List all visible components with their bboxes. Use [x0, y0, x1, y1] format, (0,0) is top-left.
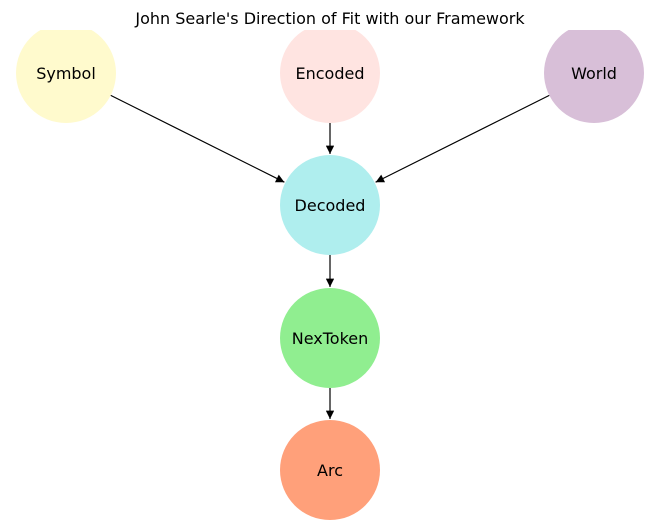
node-nextoken: NexToken: [280, 288, 380, 388]
node-encoded-label: Encoded: [296, 64, 365, 83]
node-nextoken-label: NexToken: [292, 329, 369, 348]
edges-layer: [110, 94, 550, 419]
node-world: World: [544, 30, 644, 123]
node-arc-label: Arc: [317, 461, 343, 480]
node-decoded-label: Decoded: [295, 196, 366, 215]
node-symbol-circle: [16, 30, 116, 123]
node-arc: Arc: [280, 420, 380, 520]
node-symbol-label: Symbol: [36, 64, 96, 83]
node-encoded-circle: [280, 30, 380, 123]
node-decoded: Decoded: [280, 155, 380, 255]
node-nextoken-circle: [280, 288, 380, 388]
node-arc-circle: [280, 420, 380, 520]
node-world-circle: [544, 30, 644, 123]
diagram-title: John Searle's Direction of Fit with our …: [134, 9, 525, 28]
edge-symbol-to-decoded: [110, 94, 285, 183]
node-symbol: Symbol: [16, 30, 116, 123]
edge-world-to-decoded: [375, 94, 550, 183]
node-encoded: Encoded: [280, 30, 380, 123]
node-decoded-circle: [280, 155, 380, 255]
node-world-label: World: [571, 64, 617, 83]
